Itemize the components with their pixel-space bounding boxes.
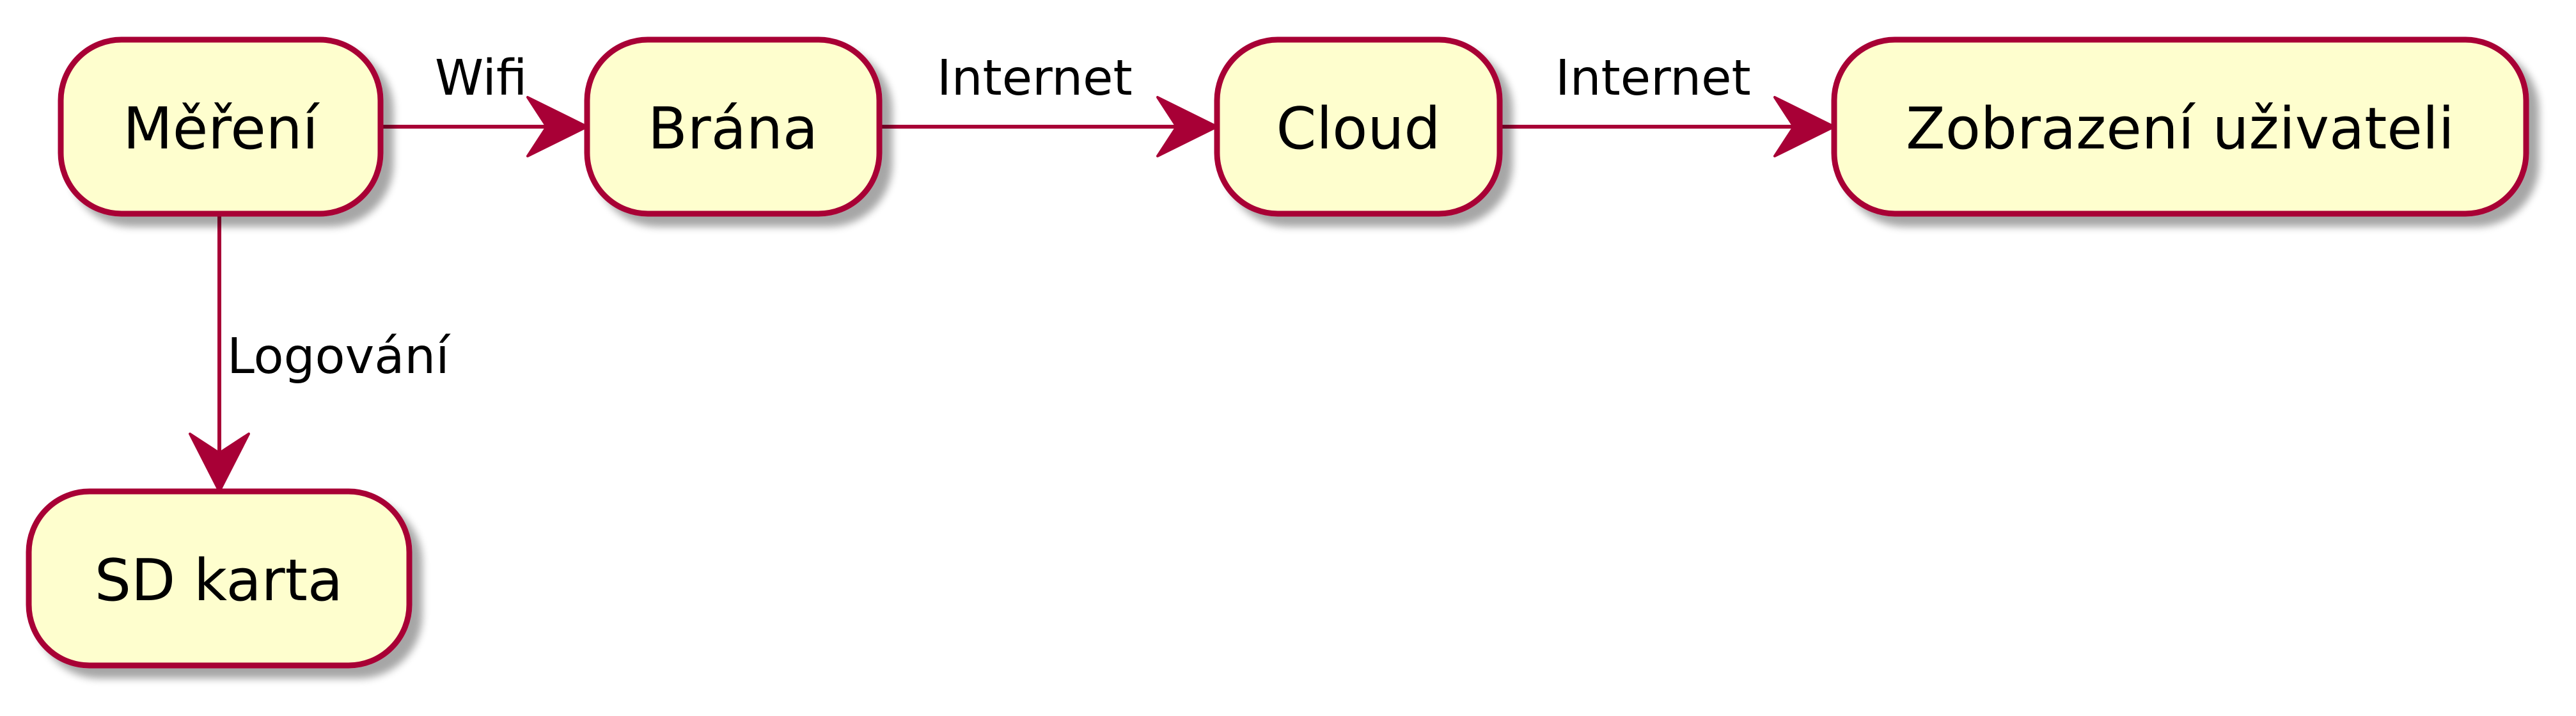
node-label-sd-karta: SD karta bbox=[95, 547, 343, 614]
edge-internet-1 bbox=[879, 96, 1218, 157]
node-mereni: Měření bbox=[58, 36, 384, 217]
edge-label-logovani: Logování bbox=[227, 328, 451, 385]
node-label-zobrazeni: Zobrazení uživateli bbox=[1906, 95, 2454, 163]
node-label-brana: Brána bbox=[648, 95, 818, 163]
edge-label-internet-1: Internet bbox=[937, 50, 1133, 107]
edge-internet-2 bbox=[1500, 96, 1835, 157]
node-sd-karta: SD karta bbox=[26, 488, 412, 669]
edge-logovani bbox=[189, 216, 250, 493]
edge-label-internet-2: Internet bbox=[1555, 50, 1751, 107]
node-zobrazeni: Zobrazení uživateli bbox=[1831, 36, 2529, 217]
node-label-cloud: Cloud bbox=[1276, 95, 1440, 163]
edge-label-wifi: Wifi bbox=[435, 50, 527, 107]
node-brana: Brána bbox=[584, 36, 883, 217]
node-cloud: Cloud bbox=[1214, 36, 1503, 217]
edge-wifi bbox=[381, 96, 588, 157]
node-label-mereni: Měření bbox=[123, 95, 320, 163]
